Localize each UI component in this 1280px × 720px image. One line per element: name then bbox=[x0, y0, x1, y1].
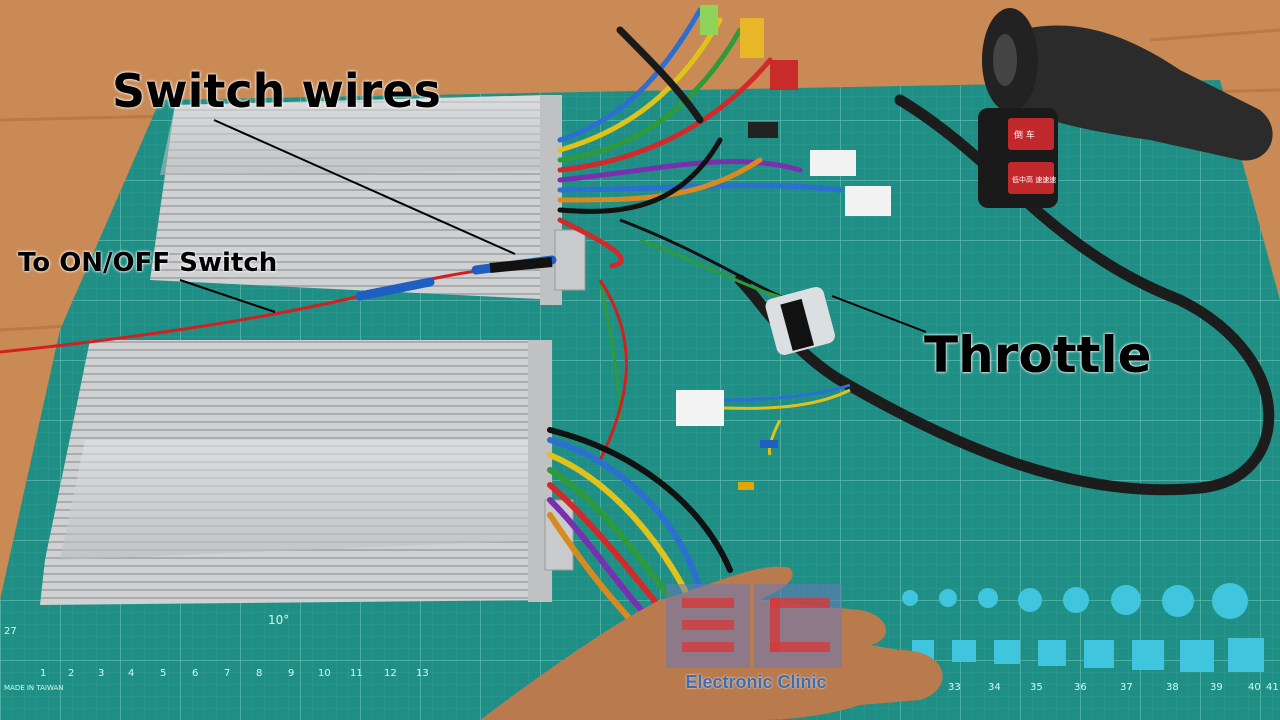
svg-text:12: 12 bbox=[384, 668, 397, 679]
svg-text:1: 1 bbox=[40, 668, 46, 679]
top-controller bbox=[150, 95, 586, 305]
svg-text:39: 39 bbox=[1210, 682, 1223, 693]
svg-text:7: 7 bbox=[224, 668, 230, 679]
throttle-cable bbox=[734, 94, 1275, 496]
svg-text:8: 8 bbox=[256, 668, 262, 679]
svg-text:33: 33 bbox=[948, 682, 961, 693]
svg-text:11: 11 bbox=[350, 668, 363, 679]
switch-wire-red bbox=[0, 264, 521, 354]
svg-text:36: 36 bbox=[1074, 682, 1087, 693]
svg-text:13: 13 bbox=[416, 668, 429, 679]
loose-connector bbox=[676, 390, 724, 426]
throttle-connector bbox=[598, 218, 835, 461]
svg-text:27: 27 bbox=[4, 626, 17, 637]
svg-text:37: 37 bbox=[1120, 682, 1133, 693]
top-controller-wires bbox=[557, 7, 843, 269]
svg-text:6: 6 bbox=[192, 668, 198, 679]
mat-ruler-marks bbox=[902, 583, 1264, 672]
svg-text:10°: 10° bbox=[268, 613, 289, 627]
svg-text:41: 41 bbox=[1266, 682, 1279, 693]
svg-text:3: 3 bbox=[98, 668, 104, 679]
annotation-pointers bbox=[179, 119, 927, 333]
button-label-bottom: 低中高 速速速 bbox=[1012, 175, 1056, 184]
svg-text:38: 38 bbox=[1166, 682, 1179, 693]
svg-text:34: 34 bbox=[988, 682, 1001, 693]
svg-text:35: 35 bbox=[1030, 682, 1043, 693]
electronic-clinic-logo bbox=[666, 584, 842, 668]
svg-text:40: 40 bbox=[1248, 682, 1261, 693]
throttle-grip bbox=[978, 8, 1273, 208]
svg-text:MADE IN TAIWAN: MADE IN TAIWAN bbox=[4, 684, 64, 692]
button-label-top: 倒 车 bbox=[1014, 129, 1035, 141]
svg-text:2: 2 bbox=[68, 668, 74, 679]
switch-wires-label: Switch wires bbox=[112, 64, 441, 118]
svg-text:10: 10 bbox=[318, 668, 331, 679]
svg-text:5: 5 bbox=[160, 668, 166, 679]
watermark-text: Electronic Clinic bbox=[685, 672, 827, 692]
bottom-controller bbox=[40, 340, 574, 605]
svg-text:9: 9 bbox=[288, 668, 294, 679]
throttle-label: Throttle bbox=[924, 326, 1152, 384]
svg-text:4: 4 bbox=[128, 668, 134, 679]
on-off-switch-label: To ON/OFF Switch bbox=[18, 248, 278, 278]
